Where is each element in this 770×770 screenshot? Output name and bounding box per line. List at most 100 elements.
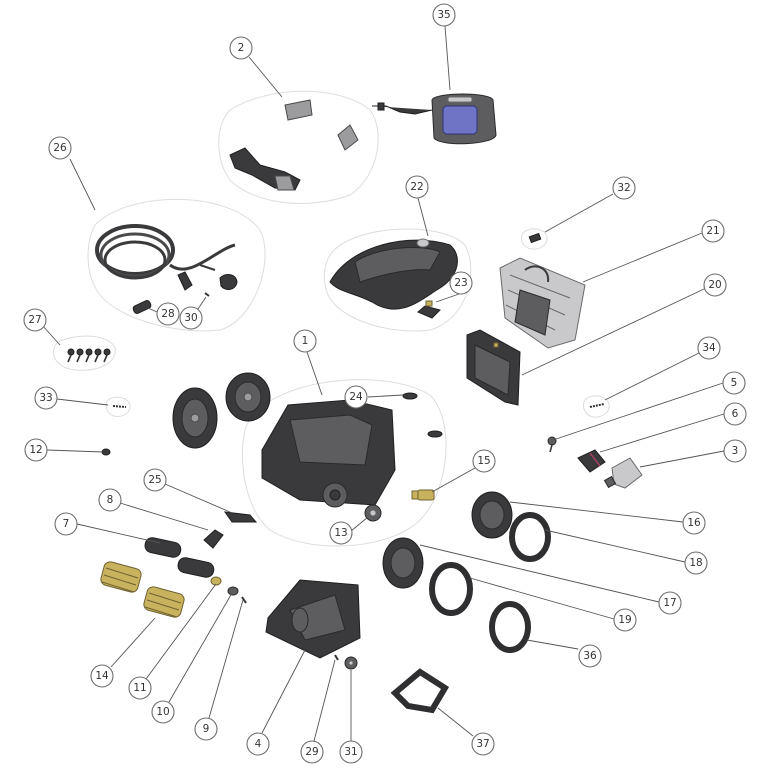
bushing-part-11 [210, 576, 222, 586]
latch-part-23 [417, 300, 441, 319]
svg-text:17: 17 [663, 597, 676, 609]
leader-10 [168, 592, 233, 703]
leader-2 [248, 56, 283, 98]
leader-27 [41, 324, 61, 346]
svg-text:9: 9 [203, 723, 210, 735]
leader-1 [306, 351, 323, 396]
svg-text:14: 14 [95, 670, 109, 682]
callout-27: 27 [23, 308, 47, 332]
group-outline-34 [582, 395, 610, 418]
group-outline-27 [53, 335, 116, 371]
svg-text:37: 37 [476, 738, 489, 750]
washer-part-10 [227, 586, 239, 596]
svg-text:28: 28 [161, 308, 174, 320]
leader-16 [509, 501, 684, 523]
screw-part-33 [112, 405, 127, 408]
callout-23: 23 [449, 271, 473, 295]
callout-19: 19 [613, 608, 637, 632]
callout-8: 8 [98, 488, 122, 512]
callout-10: 10 [151, 700, 175, 724]
svg-text:12: 12 [29, 444, 42, 456]
svg-text:19: 19 [618, 614, 631, 626]
leader-36 [526, 639, 579, 650]
callout-22: 22 [405, 175, 429, 199]
fitting-part-15 [411, 489, 435, 501]
callouts: 1 2 3 4 5 6 7 8 9 10 11 12 13 14 15 16 1… [23, 3, 747, 764]
wheel-part-17 [382, 537, 424, 589]
leader-9 [208, 599, 244, 719]
svg-text:13: 13 [334, 527, 347, 539]
svg-text:35: 35 [437, 9, 450, 21]
screw-part-34 [589, 403, 605, 408]
motor-part-3 [603, 457, 643, 489]
svg-text:18: 18 [689, 557, 702, 569]
svg-text:33: 33 [39, 392, 52, 404]
leader-30 [197, 296, 207, 310]
callout-20: 20 [703, 273, 727, 297]
svg-text:16: 16 [687, 517, 701, 529]
leader-25 [164, 483, 231, 513]
power-supply-part [372, 93, 497, 145]
leader-lines [41, 25, 725, 742]
callout-30: 30 [179, 306, 203, 330]
svg-text:34: 34 [702, 342, 716, 354]
svg-text:5: 5 [731, 377, 738, 389]
leader-12 [46, 449, 104, 453]
callout-17: 17 [658, 591, 682, 615]
svg-text:36: 36 [583, 650, 597, 662]
leader-8 [119, 502, 209, 531]
top-cover-part [329, 238, 458, 310]
leader-21 [582, 232, 703, 283]
leader-29 [313, 659, 336, 742]
leader-19 [469, 577, 615, 620]
svg-text:25: 25 [148, 474, 161, 486]
svg-text:22: 22 [410, 181, 423, 193]
callout-15: 15 [472, 449, 496, 473]
group-outline-22 [323, 228, 472, 332]
callout-14: 14 [90, 664, 114, 688]
leader-20 [521, 288, 705, 376]
svg-text:6: 6 [732, 408, 739, 420]
svg-text:21: 21 [706, 225, 719, 237]
track-part-36 [489, 601, 531, 653]
leader-6 [599, 413, 725, 453]
swivel-part-28 [132, 300, 152, 314]
brush-part-14a [100, 561, 142, 593]
leader-35 [444, 25, 451, 91]
floating-cable-part [95, 224, 238, 291]
svg-text:20: 20 [708, 279, 721, 291]
leader-33 [56, 398, 109, 406]
clip-set-part-27 [67, 348, 111, 363]
svg-text:26: 26 [53, 142, 67, 154]
wheel-part-left-a [172, 387, 218, 449]
callout-33: 33 [34, 386, 58, 410]
callout-32: 32 [612, 176, 636, 200]
leader-4 [261, 649, 306, 734]
brush-part-14b [143, 586, 185, 618]
group-outline-32 [520, 228, 548, 250]
track-part-18 [509, 512, 551, 562]
screw-part-32 [528, 232, 542, 244]
callout-26: 26 [48, 136, 72, 160]
callout-13: 13 [329, 521, 353, 545]
svg-text:24: 24 [349, 391, 363, 403]
callout-34: 34 [697, 336, 721, 360]
callout-4: 4 [246, 732, 270, 756]
svg-text:4: 4 [255, 738, 262, 750]
leader-34 [604, 352, 700, 401]
callout-35: 35 [432, 3, 456, 27]
roller-part-7b [177, 557, 215, 578]
svg-text:11: 11 [133, 682, 146, 694]
wheel-part-16 [471, 491, 513, 539]
leader-5 [552, 382, 724, 441]
callout-37: 37 [471, 732, 495, 756]
leader-11 [145, 583, 217, 680]
chassis-part [261, 399, 396, 508]
bottom-plate-part [265, 579, 361, 659]
callout-29: 29 [300, 740, 324, 764]
svg-text:32: 32 [617, 182, 630, 194]
callout-5: 5 [722, 371, 746, 395]
callout-6: 6 [723, 402, 747, 426]
